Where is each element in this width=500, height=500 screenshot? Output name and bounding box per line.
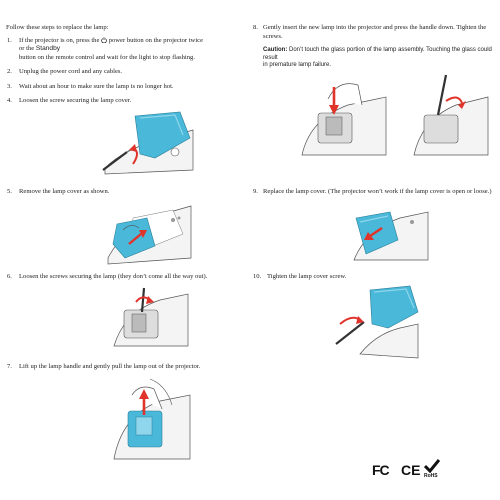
caution-note: Caution: Don’t touch the glass portion o… — [263, 47, 500, 70]
step-4-text: Loosen the screw securing the lamp cover… — [19, 97, 132, 104]
step-5-illustration — [107, 205, 192, 265]
step-8-line-2: screws. — [263, 33, 283, 40]
ce-mark: CE — [401, 462, 421, 478]
step-1-line-3: button on the remote control and wait fo… — [19, 54, 195, 61]
red-arrow-icon — [128, 230, 147, 245]
fc-mark: FC — [372, 462, 390, 478]
step-8-line-1: Gently insert the new lamp into the proj… — [263, 24, 487, 31]
step-1-text-a: If the projector is on, press the — [19, 37, 100, 44]
step-5-number: 5. — [7, 188, 12, 195]
step-3-text: Wait about an hour to make sure the lamp… — [19, 83, 174, 90]
lamp-cover — [369, 285, 419, 329]
step-8-number: 8. — [253, 24, 258, 31]
step-1-text-c: or the — [19, 45, 35, 52]
step-6-text: Loosen the screws securing the lamp (the… — [19, 273, 208, 280]
intro-text: Follow these steps to replace the lamp: — [6, 24, 109, 31]
lamp-cover — [134, 111, 191, 159]
step-4-number: 4. — [7, 97, 12, 104]
step-3-number: 3. — [7, 83, 12, 90]
standby-label: Standby — [35, 45, 61, 52]
step-9-text: Replace the lamp cover. (The projector w… — [263, 188, 492, 195]
hand-icon — [122, 225, 140, 231]
step-9-illustration — [353, 211, 429, 261]
red-arrow-icon — [339, 316, 364, 325]
step-5-text: Remove the lamp cover as shown. — [19, 188, 110, 195]
step-8-illustration-a — [301, 83, 387, 156]
step-10-text: Tighten the lamp cover screw. — [267, 273, 347, 280]
red-arrow-icon — [129, 144, 138, 165]
step-1-line-2: or the Standby — [19, 45, 60, 53]
step-9-number: 9. — [253, 188, 258, 195]
red-arrow-icon — [135, 296, 154, 304]
checkmark-icon — [423, 459, 441, 474]
step-7-number: 7. — [7, 363, 12, 370]
step-10-illustration — [335, 285, 419, 359]
step-2-number: 2. — [7, 68, 12, 75]
red-arrow-icon — [445, 96, 466, 109]
step-6-number: 6. — [7, 273, 12, 280]
lamp-cover — [355, 211, 399, 255]
step-1-number: 1. — [7, 37, 12, 44]
red-arrow-icon — [329, 87, 339, 115]
rohs-badge: RoHS — [423, 459, 442, 481]
step-6-illustration — [113, 287, 189, 347]
screwdriver-icon — [140, 287, 146, 313]
hand-icon — [327, 83, 363, 106]
caution-text-1: Don’t touch the glass portion of the lam… — [263, 47, 492, 61]
step-1-line-1: If the projector is on, press the power … — [19, 37, 203, 45]
step-7-text: Lift up the lamp handle and gently pull … — [19, 363, 201, 370]
caution-text-2: in premature lamp failure. — [263, 62, 332, 69]
step-4-illustration — [102, 111, 194, 175]
rohs-label: RoHS — [424, 473, 438, 479]
screwdriver-icon — [335, 321, 365, 345]
lamp-cover — [112, 217, 156, 259]
step-7-illustration — [113, 378, 191, 460]
step-8-illustration-b — [413, 74, 489, 156]
red-arrow-icon — [364, 227, 383, 240]
red-arrow-icon — [139, 389, 149, 415]
power-icon — [101, 37, 107, 44]
step-1-text-b: power button on the projector twice — [108, 37, 204, 44]
caution-label: Caution: — [263, 47, 288, 53]
step-2-text: Unplug the power cord and any cables. — [19, 68, 123, 75]
step-10-number: 10. — [253, 273, 262, 280]
screwdriver-icon — [436, 74, 448, 116]
